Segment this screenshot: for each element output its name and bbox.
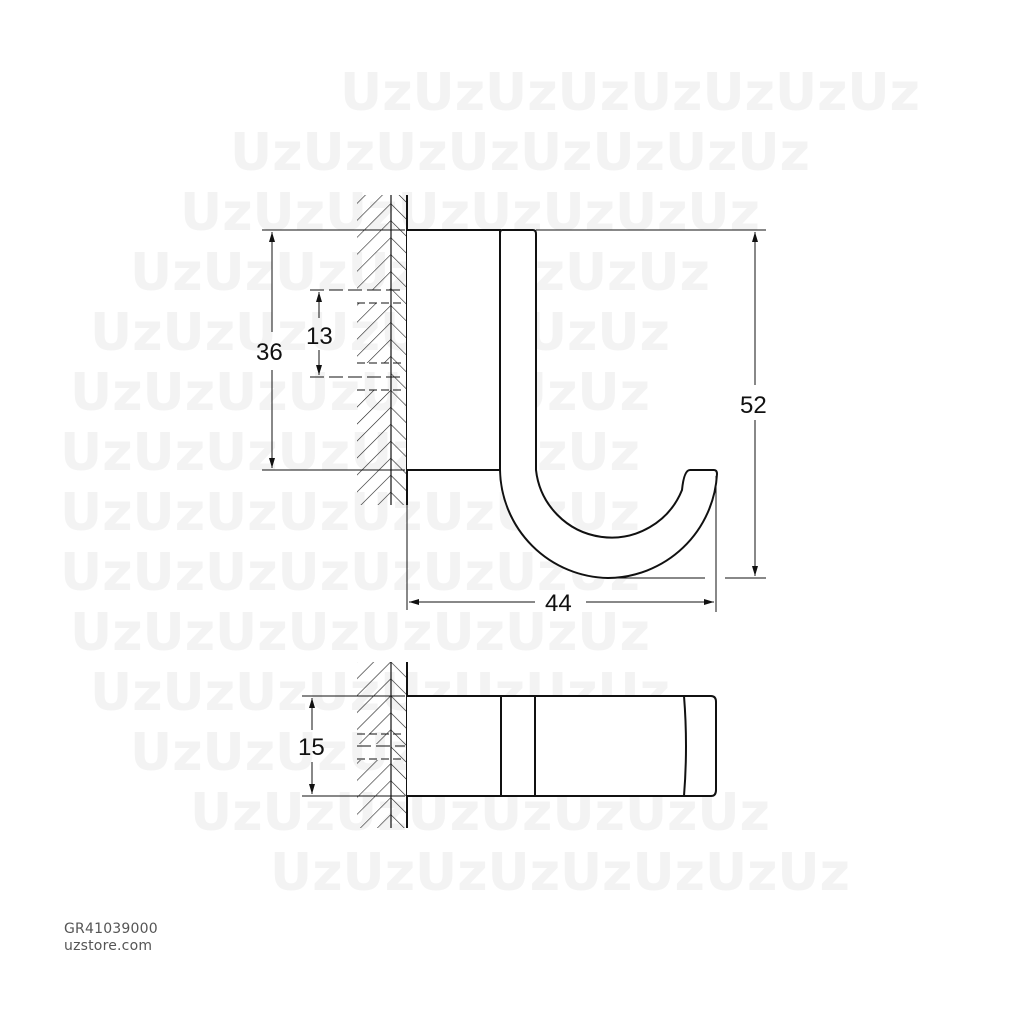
- svg-text:UzUzUzUzUzUzUzUz: UzUzUzUzUzUzUzUz: [60, 423, 640, 483]
- wall-hatch-top: [357, 662, 408, 828]
- dim-15: 15: [298, 734, 325, 761]
- website-link[interactable]: uzstore.com: [64, 938, 153, 954]
- mount-base: [407, 229, 501, 471]
- svg-text:UzUzUzUzUzUzUzUz: UzUzUzUzUzUzUzUz: [70, 603, 650, 663]
- dim-52: 52: [740, 392, 767, 419]
- wall-hatch: [310, 195, 408, 505]
- dim-44: 44: [545, 590, 572, 617]
- product-code: GR41039000: [64, 921, 158, 937]
- footer: GR41039000 uzstore.com: [64, 921, 158, 955]
- svg-text:UzUzUzUzUzUzUzUz: UzUzUzUzUzUzUzUz: [340, 63, 920, 123]
- side-view: 36 13 52 44: [256, 195, 767, 617]
- dim-36: 36: [256, 339, 283, 366]
- top-view: 15: [298, 662, 717, 828]
- svg-text:UzUzUzUzUzUzUzUz: UzUzUzUzUzUzUzUz: [270, 843, 850, 903]
- svg-text:UzUzUzUzUzUzUzUz: UzUzUzUzUzUzUzUz: [230, 123, 810, 183]
- hook-body: [499, 229, 719, 580]
- hook-top-outline: [407, 695, 717, 797]
- dim-13: 13: [306, 323, 333, 350]
